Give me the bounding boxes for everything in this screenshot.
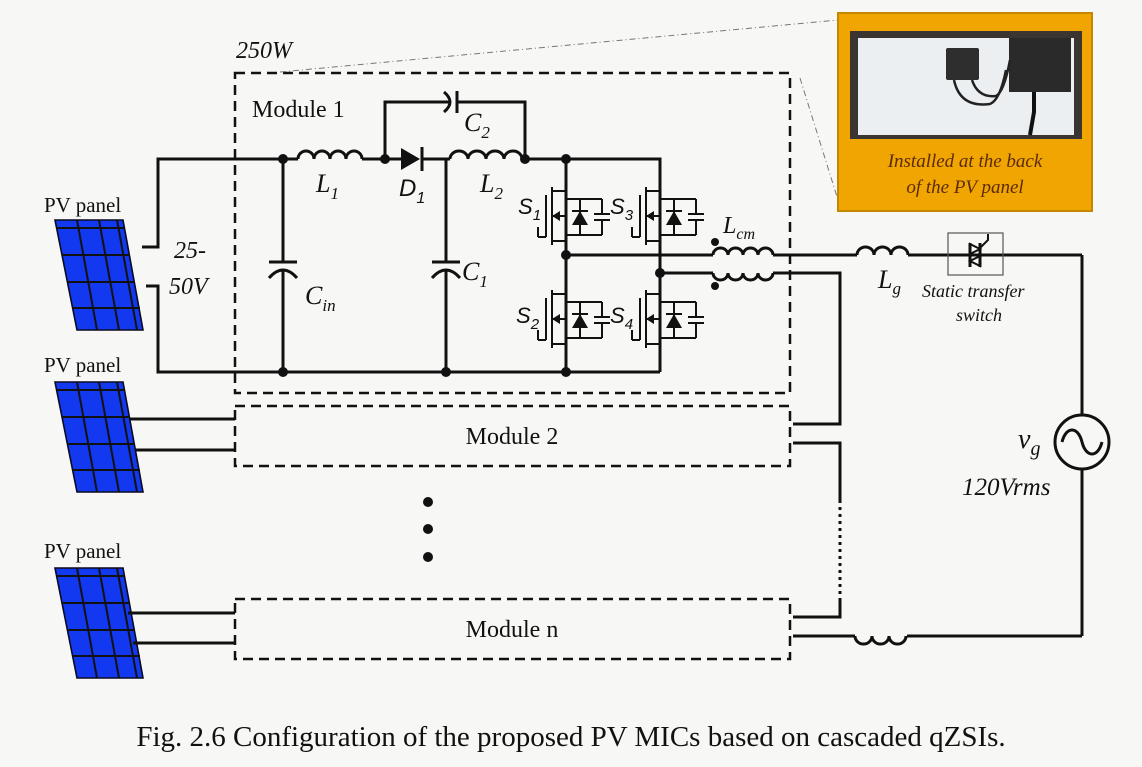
- cin-label: Cin: [305, 281, 336, 315]
- s3-label: S3: [610, 194, 634, 224]
- s1-label: S1: [518, 194, 541, 224]
- microinverter-box-icon: [946, 48, 979, 80]
- installation-photo-inset: Installed at the back of the PV panel: [837, 12, 1093, 212]
- switch-s3: S3: [610, 158, 705, 270]
- lg-inductor-icon: [855, 245, 910, 256]
- pv-voltage-label-bottom: 50V: [169, 274, 210, 300]
- inset-leader-line: [279, 19, 839, 73]
- pv-panel-label: PV panel: [44, 353, 121, 377]
- mosfet-icon: [537, 158, 611, 270]
- mosfet-icon: [631, 261, 705, 373]
- lg-label: Lg: [877, 265, 901, 298]
- pv-panel-2: PV panel: [44, 353, 144, 493]
- l2-label: L2: [479, 169, 503, 203]
- ellipsis-dot: [423, 552, 433, 562]
- d1-label: D1: [399, 175, 425, 207]
- static-switch-label: Static transfer: [922, 281, 1025, 301]
- pv-panel-label: PV panel: [44, 193, 121, 217]
- switch-s2: S2: [516, 261, 611, 373]
- l1-label: L1: [315, 169, 339, 203]
- module-2-box: [233, 404, 792, 468]
- wire: [142, 157, 283, 249]
- static-transfer-switch: Static transfer switch: [922, 232, 1025, 325]
- inset-leader-line: [799, 77, 839, 201]
- solar-panel-icon: [54, 219, 144, 331]
- solar-panel-icon: [54, 381, 144, 493]
- static-switch-label-2: switch: [956, 305, 1002, 325]
- inset-caption-line2: of the PV panel: [906, 177, 1023, 198]
- power-rating-label: 250W: [236, 38, 294, 64]
- s4-label: S4: [610, 303, 633, 333]
- pv-voltage-label-top: 25-: [174, 238, 206, 264]
- module-n-label: Module n: [466, 617, 559, 643]
- mosfet-icon: [537, 261, 611, 373]
- figure-caption: Fig. 2.6 Configuration of the proposed P…: [136, 721, 1005, 753]
- junction-box-icon: [1009, 38, 1071, 92]
- module-2-label: Module 2: [466, 424, 559, 450]
- module-1-label: Module 1: [252, 97, 345, 123]
- ellipsis-dot: [423, 497, 433, 507]
- switch-s4: S4: [610, 261, 705, 373]
- wire: [146, 284, 283, 374]
- grid-voltage-symbol: vg: [1018, 424, 1040, 460]
- d1-diode-icon: [401, 148, 420, 170]
- module-1-box: [233, 71, 792, 395]
- pv-panel-3: PV panel: [44, 539, 144, 679]
- c1-label: C1: [462, 257, 488, 291]
- c2-capacitor-icon: [442, 90, 452, 114]
- inset-caption-line1: Installed at the back: [887, 151, 1043, 172]
- pv-panel-1: PV panel: [44, 193, 144, 331]
- ellipsis-dot: [423, 524, 433, 534]
- grid-voltage-value: 120Vrms: [962, 474, 1050, 501]
- solar-panel-icon: [54, 567, 144, 679]
- mosfet-icon: [631, 158, 705, 270]
- pv-panel-label: PV panel: [44, 539, 121, 563]
- switch-s1: S1: [518, 158, 611, 270]
- l1-inductor-icon: [296, 149, 364, 160]
- l2-inductor-icon: [448, 149, 524, 160]
- module-n-box: [233, 597, 792, 661]
- c2-label: C2: [464, 108, 490, 142]
- s2-label: S2: [516, 303, 540, 333]
- return-inductor-icon: [853, 635, 908, 646]
- lcm-inductor-icon: [711, 246, 775, 256]
- lcm-label: Lcm: [722, 213, 755, 243]
